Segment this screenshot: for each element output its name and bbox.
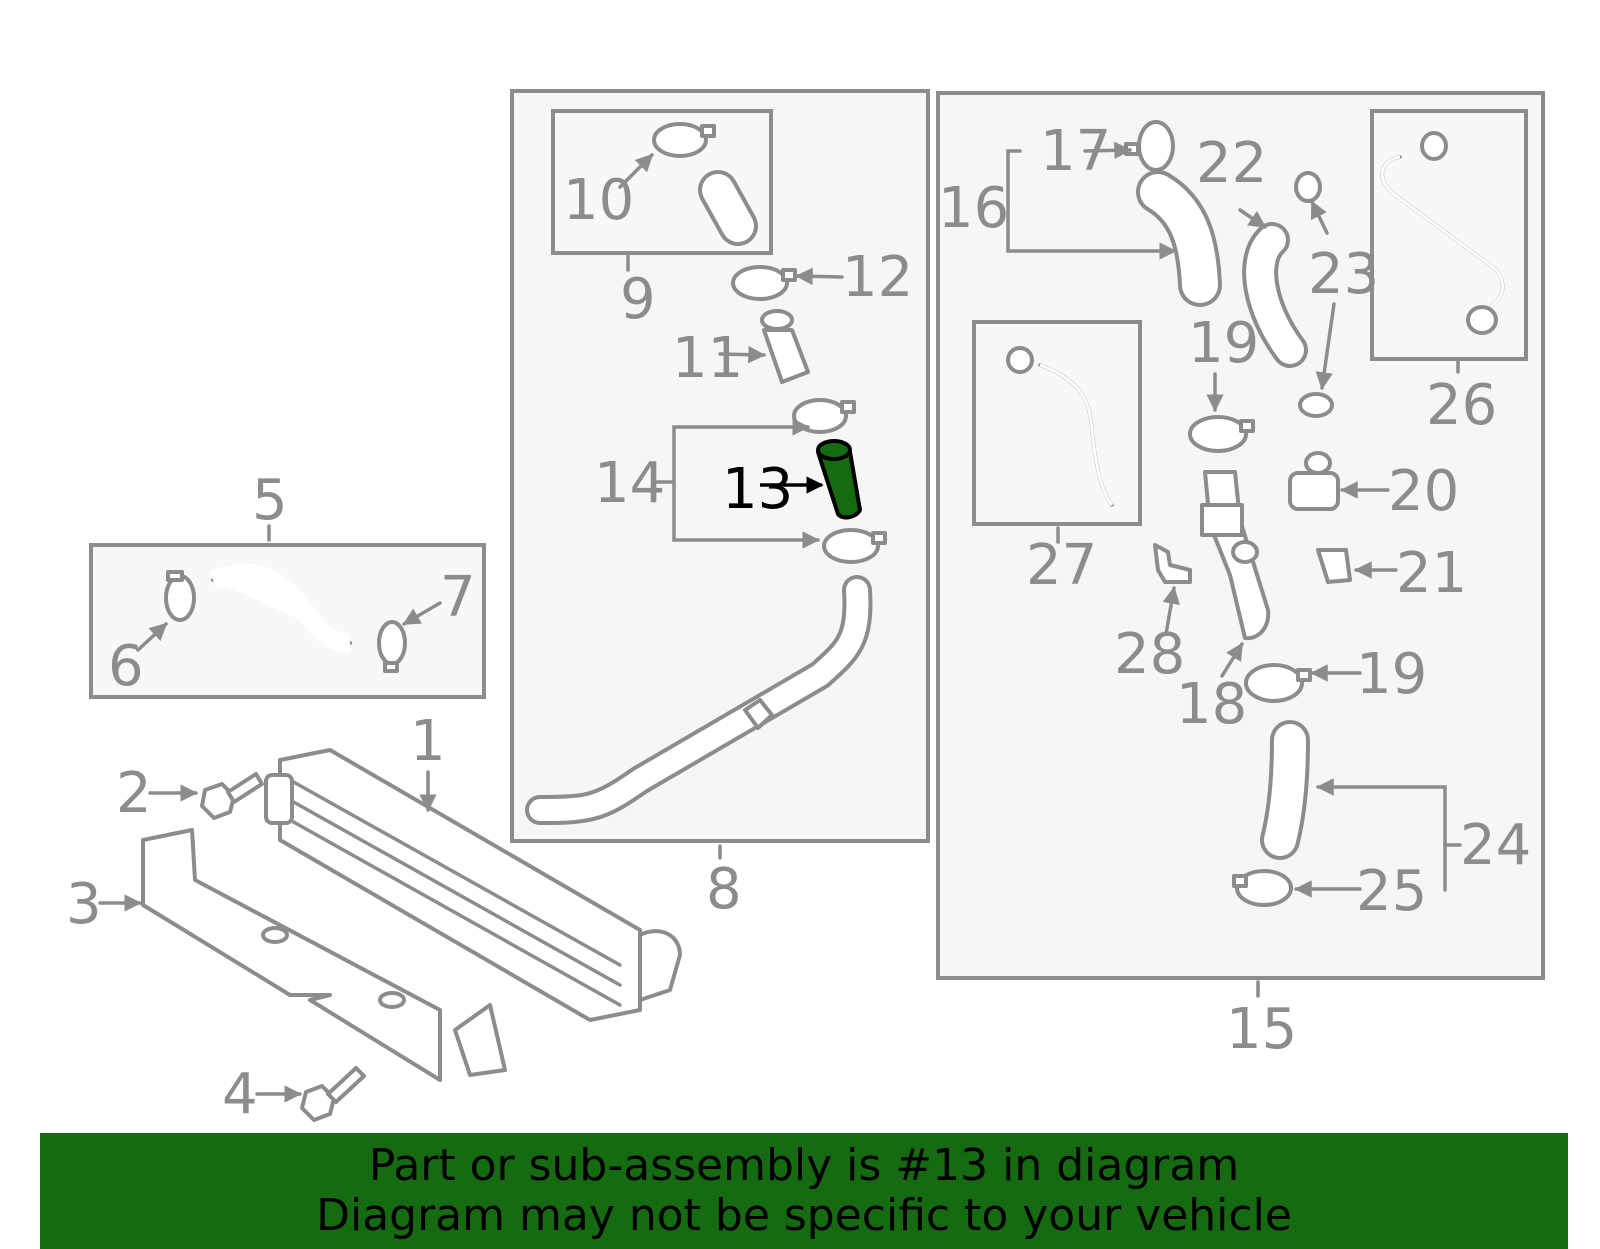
callout-10: 10 bbox=[563, 168, 634, 233]
callout-6: 6 bbox=[108, 634, 144, 699]
callout-2: 2 bbox=[116, 761, 152, 826]
callout-1: 1 bbox=[410, 709, 446, 774]
callout-21: 21 bbox=[1396, 541, 1467, 606]
clamp-part-23-lower bbox=[1298, 392, 1334, 418]
callout-26: 26 bbox=[1426, 373, 1497, 438]
callout-15: 15 bbox=[1226, 997, 1297, 1062]
banner-line-2: Diagram may not be specific to your vehi… bbox=[316, 1190, 1292, 1241]
charge-pipe bbox=[525, 575, 873, 825]
callout-18: 18 bbox=[1176, 672, 1247, 737]
callout-28: 28 bbox=[1114, 622, 1185, 687]
hose-part-24 bbox=[1260, 720, 1310, 860]
callout-25: 25 bbox=[1356, 859, 1427, 924]
callout-3: 3 bbox=[66, 872, 102, 937]
hose-part-16 bbox=[1136, 170, 1222, 307]
clamp-part-6 bbox=[164, 570, 196, 622]
callout-19-upper: 19 bbox=[1188, 311, 1259, 376]
bolt-part-4 bbox=[300, 1066, 366, 1122]
gasket-part-21 bbox=[1316, 548, 1352, 584]
subassembly-box-5 bbox=[89, 543, 486, 699]
bracket-part-28 bbox=[1153, 543, 1192, 584]
clamp-part-23-upper bbox=[1294, 171, 1322, 203]
clamp-part-14-lower bbox=[822, 528, 887, 564]
info-banner: Part or sub-assembly is #13 in diagram D… bbox=[40, 1133, 1568, 1249]
callout-22: 22 bbox=[1196, 131, 1267, 196]
callout-16: 16 bbox=[938, 176, 1009, 241]
hose-part-22 bbox=[1242, 222, 1308, 368]
callout-24: 24 bbox=[1460, 813, 1531, 878]
clamp-part-19-upper bbox=[1188, 415, 1255, 453]
clamp-part-25 bbox=[1232, 869, 1293, 907]
subassembly-box-27 bbox=[972, 320, 1142, 526]
callout-5: 5 bbox=[252, 468, 288, 533]
tube-part-27 bbox=[1006, 346, 1114, 507]
callout-14: 14 bbox=[594, 451, 665, 516]
callout-20: 20 bbox=[1388, 459, 1459, 524]
bolt-part-2 bbox=[200, 772, 264, 820]
valve-part-20 bbox=[1288, 451, 1340, 511]
callout-12: 12 bbox=[842, 245, 913, 310]
tube-part-26 bbox=[1380, 131, 1505, 335]
callout-11: 11 bbox=[672, 326, 743, 391]
hose-part-13 bbox=[816, 439, 862, 520]
clamp-part-17 bbox=[1124, 120, 1175, 172]
banner-line-1: Part or sub-assembly is #13 in diagram bbox=[368, 1140, 1240, 1191]
hose-part-5 bbox=[209, 563, 352, 653]
callout-13: 13 bbox=[722, 457, 793, 522]
intercooler-part-1 bbox=[264, 748, 682, 1022]
callout-9: 9 bbox=[620, 267, 656, 332]
callout-23: 23 bbox=[1308, 242, 1379, 307]
clamp-part-12 bbox=[731, 265, 797, 301]
callout-17: 17 bbox=[1040, 119, 1111, 184]
clamp-part-19-lower bbox=[1244, 663, 1312, 703]
clamp-part-7 bbox=[377, 620, 407, 673]
callout-19-lower: 19 bbox=[1356, 642, 1427, 707]
clamp-part-10 bbox=[652, 122, 716, 158]
shroud-part-3 bbox=[141, 828, 507, 1082]
callout-4: 4 bbox=[222, 1062, 258, 1127]
callout-8: 8 bbox=[706, 857, 742, 922]
callout-7: 7 bbox=[440, 565, 476, 630]
sensor-part-11 bbox=[760, 309, 810, 384]
callout-27: 27 bbox=[1026, 533, 1097, 598]
hose-part-9 bbox=[698, 170, 758, 246]
pipe-part-18 bbox=[1200, 470, 1271, 641]
